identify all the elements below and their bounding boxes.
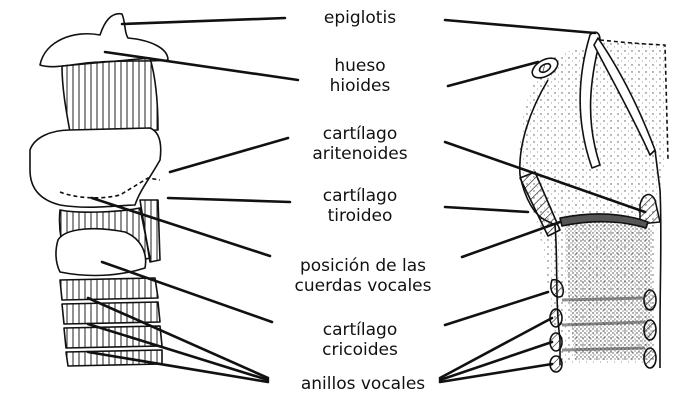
thyrohyoid-membrane — [62, 58, 158, 132]
label-cuerdas-vocales: posición de las cuerdas vocales — [278, 256, 448, 296]
trachea-ring-1 — [60, 278, 158, 300]
left-larynx — [30, 14, 168, 366]
label-epiglotis: epiglotis — [310, 8, 410, 28]
label-epiglotis-text: epiglotis — [310, 8, 410, 28]
label-cricoides-line1: cartílago — [300, 320, 420, 340]
label-cricoides-line2: cricoides — [300, 340, 420, 360]
label-hueso-line1: hueso — [310, 56, 410, 76]
leader-cricoides-right — [445, 292, 548, 325]
label-hueso-line2: hioides — [310, 76, 410, 96]
label-hueso-hioides: hueso hioides — [310, 56, 410, 96]
leader-epiglotis-right — [445, 20, 595, 33]
leader-tiroideo-right — [445, 207, 528, 212]
leader-epiglotis-left — [122, 18, 285, 24]
label-anillos-text: anillos vocales — [278, 374, 448, 394]
trachea-ring-4 — [66, 350, 162, 366]
label-aritenoides-line1: cartílago — [295, 124, 425, 144]
leader-tiroideo-left — [168, 198, 290, 202]
label-tiroideo: cartílago tiroideo — [300, 186, 420, 226]
trachea-ring-3 — [64, 326, 162, 348]
label-tiroideo-line1: cartílago — [300, 186, 420, 206]
airway-lumen — [565, 218, 652, 360]
leader-hioides-right — [448, 62, 538, 86]
label-aritenoides-line2: aritenoides — [295, 144, 425, 164]
right-larynx — [520, 32, 668, 372]
cricoid-left — [56, 229, 146, 276]
label-cuerdas-line2: cuerdas vocales — [278, 276, 448, 296]
thyroid-cartilage-left — [30, 128, 161, 207]
leader-aritenoides-left — [170, 138, 288, 172]
label-aritenoides: cartílago aritenoides — [295, 124, 425, 164]
label-cuerdas-line1: posición de las — [278, 256, 448, 276]
label-anillos-vocales: anillos vocales — [278, 374, 448, 394]
trachea-ring-2 — [62, 302, 160, 324]
label-tiroideo-line2: tiroideo — [300, 206, 420, 226]
label-cricoides: cartílago cricoides — [300, 320, 420, 360]
